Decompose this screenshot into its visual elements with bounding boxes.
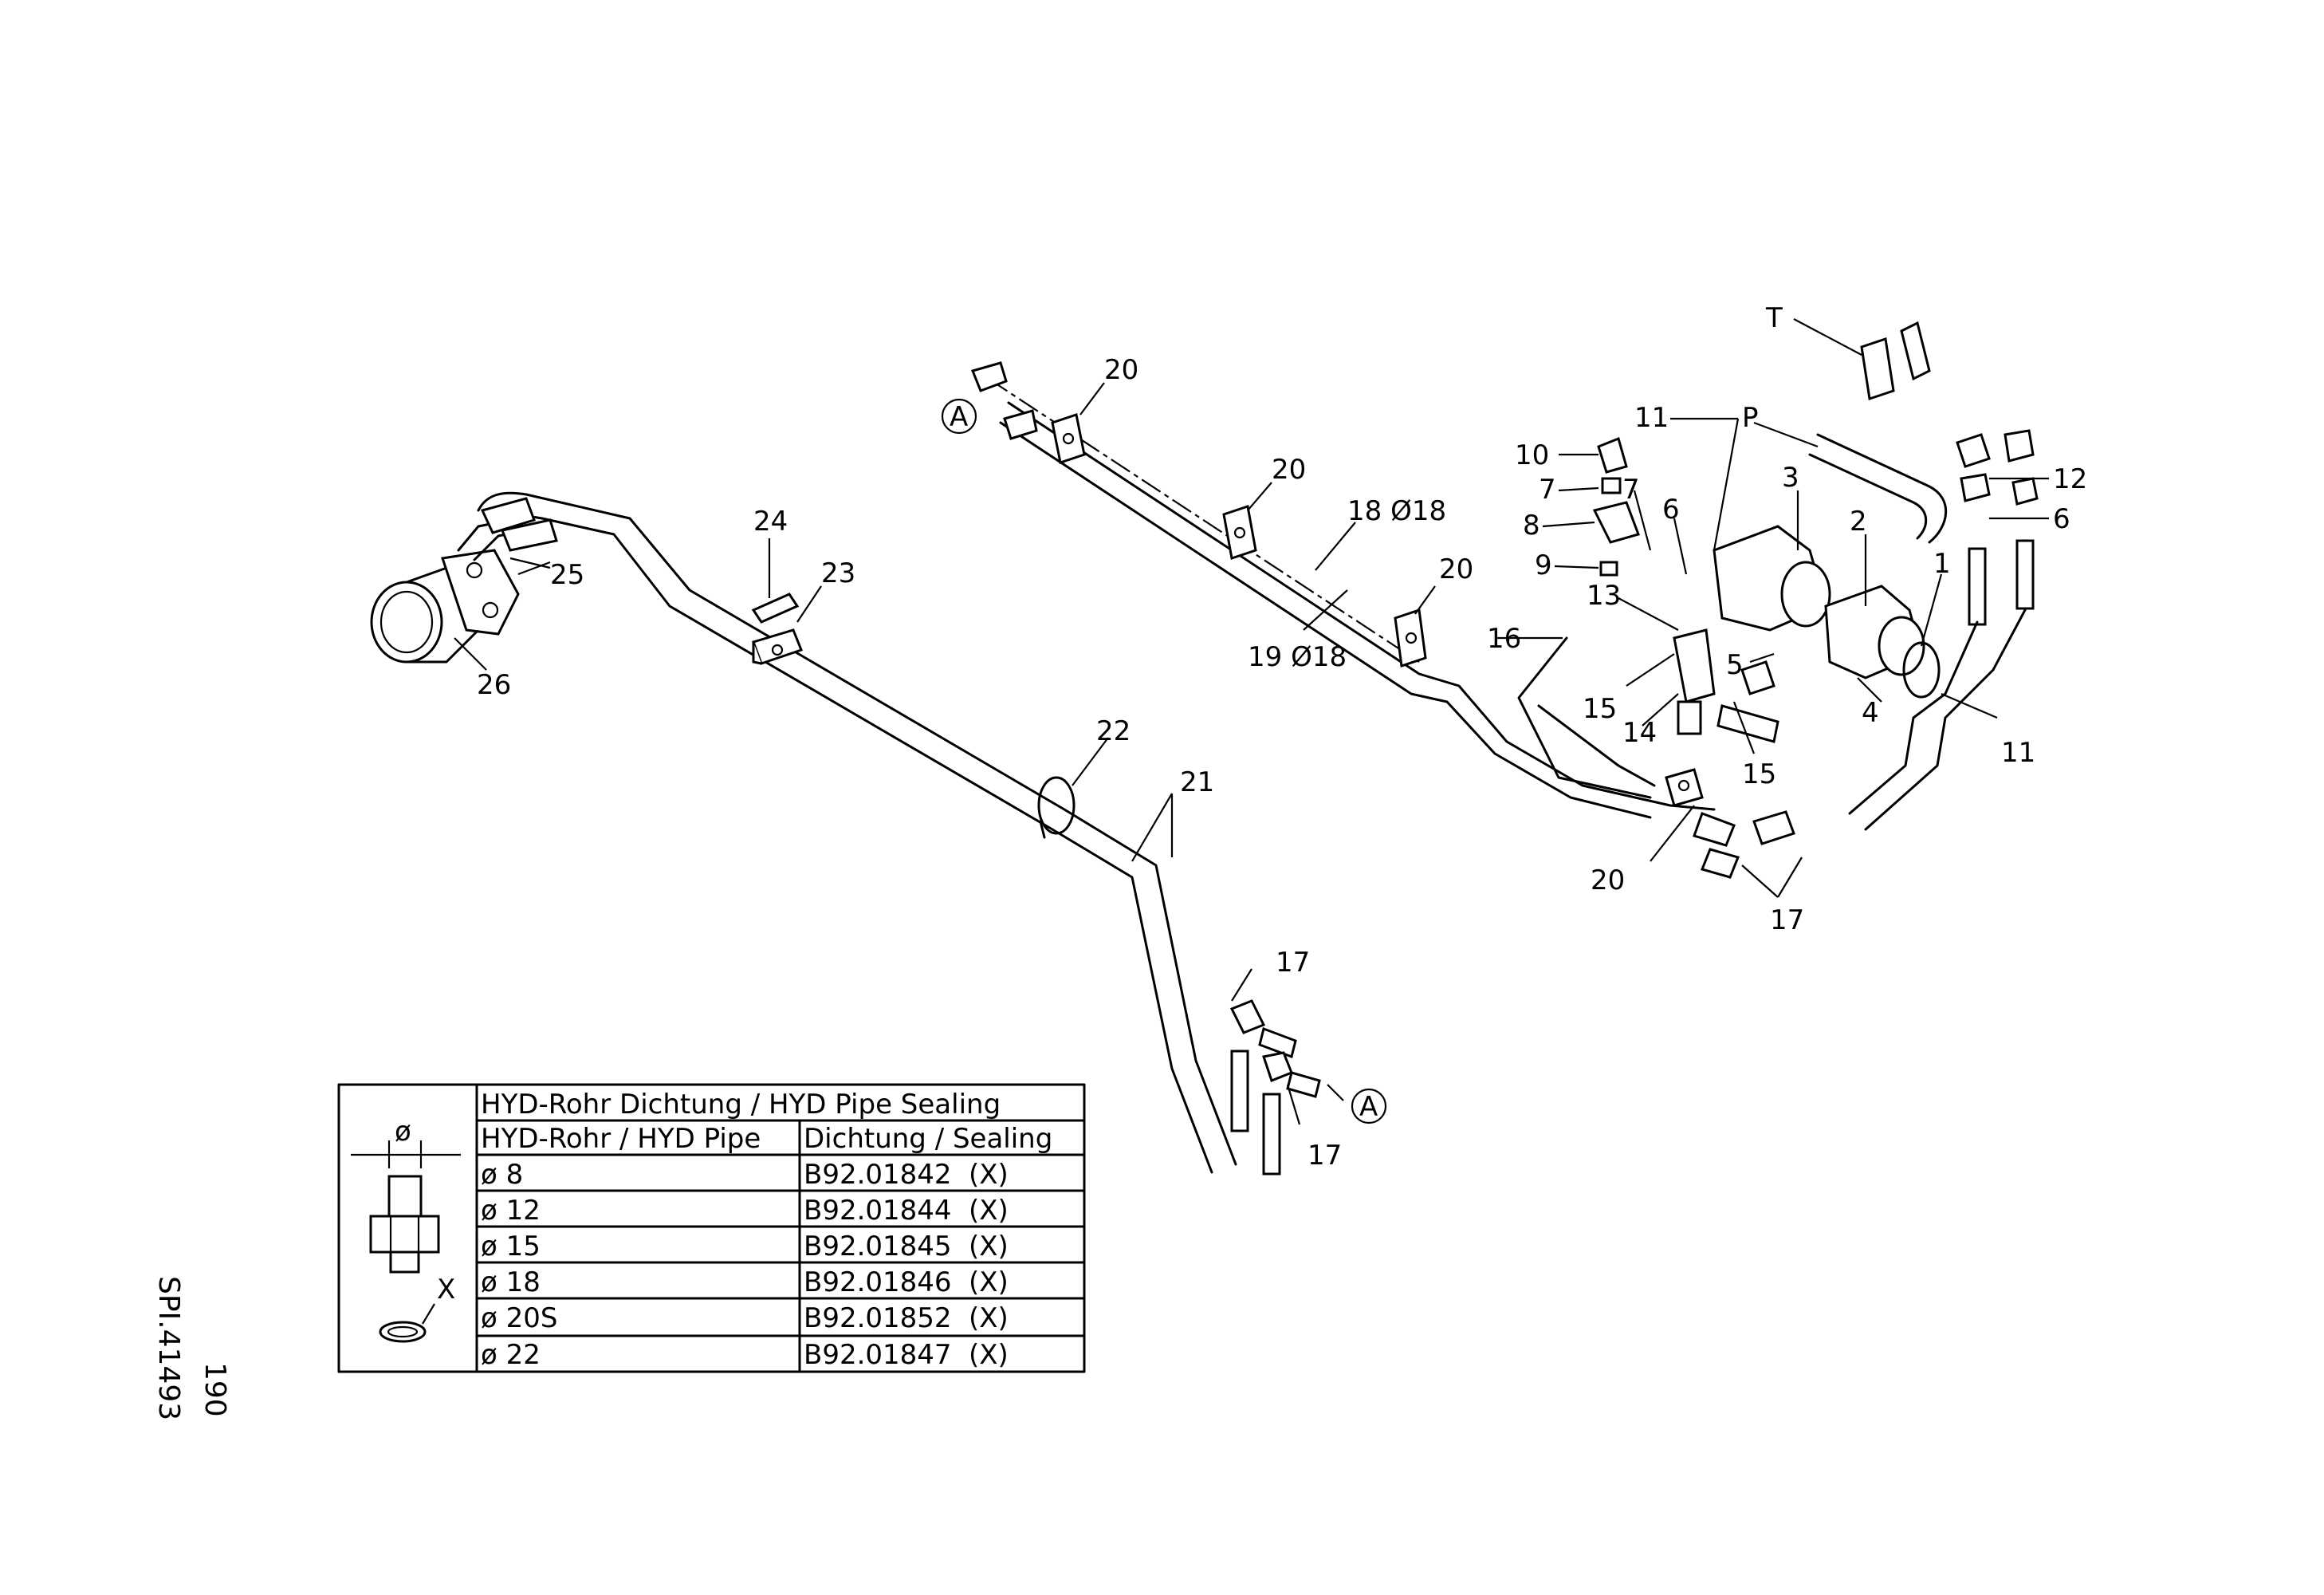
- row-part: B92.01846: [804, 1266, 952, 1298]
- callout-18: 18 Ø18: [1347, 495, 1446, 527]
- row-pipe: ø 8: [481, 1159, 523, 1191]
- row-ref: (X): [969, 1231, 1009, 1262]
- callout-22: 22: [1096, 715, 1131, 747]
- callout-20a: 20: [1104, 354, 1138, 386]
- row-pipe: ø 12: [481, 1195, 541, 1227]
- callout-20c: 20: [1439, 553, 1473, 585]
- tag-24: [751, 593, 800, 624]
- callout-17b: 17: [1307, 1140, 1342, 1172]
- callout-19: 19 Ø18: [1248, 641, 1347, 673]
- callout-2: 2: [1850, 506, 1867, 538]
- diameter-symbol: ø: [395, 1116, 411, 1148]
- table-row: ø 22 B92.01847 (X): [481, 1339, 1009, 1371]
- callout-T: T: [1765, 302, 1783, 334]
- row-ref: (X): [969, 1159, 1009, 1191]
- callout-8: 8: [1523, 510, 1540, 542]
- sealing-table: ø X HYD-Rohr Dichtung / HYD Pipe Sealing…: [337, 1083, 1086, 1373]
- callout-26: 26: [477, 669, 511, 701]
- callout-6a: 6: [1662, 494, 1680, 526]
- row-pipe: ø 20S: [481, 1302, 557, 1334]
- callout-11a: 11: [1634, 402, 1669, 434]
- clamp-20-a: [1051, 413, 1086, 464]
- clamp-20-c: [1394, 608, 1427, 668]
- callout-11b: 11: [2001, 737, 2035, 769]
- clamp-23: [752, 628, 803, 665]
- page-number: 190: [199, 1362, 231, 1417]
- sealing-illustration: ø X: [351, 1116, 461, 1343]
- table-row: ø 15 B92.01845 (X): [481, 1231, 1009, 1262]
- row-ref: (X): [969, 1195, 1009, 1227]
- callout-A-lower: A: [1359, 1091, 1378, 1123]
- row-part: B92.01852: [804, 1302, 952, 1334]
- row-part: B92.01845: [804, 1231, 952, 1262]
- callout-15a: 15: [1583, 693, 1617, 725]
- clip-22: [1037, 776, 1075, 839]
- row-ref: (X): [969, 1302, 1009, 1334]
- row-ref: (X): [969, 1266, 1009, 1298]
- row-pipe: ø 15: [481, 1231, 541, 1262]
- pump-assembly: [1517, 321, 2039, 879]
- row-ref: (X): [969, 1339, 1009, 1371]
- clamp-20-b: [1222, 505, 1257, 560]
- filter-assembly: [370, 518, 528, 664]
- row-pipe: ø 18: [481, 1266, 541, 1298]
- pipe-18-19: [970, 361, 1716, 819]
- callout-12: 12: [2053, 463, 2087, 495]
- table-title: HYD-Rohr Dichtung / HYD Pipe Sealing: [481, 1089, 1001, 1120]
- callout-16: 16: [1487, 623, 1521, 655]
- row-part: B92.01844: [804, 1195, 952, 1227]
- callout-20d: 20: [1591, 864, 1625, 896]
- drawing-code: SPI.41493: [152, 1276, 185, 1420]
- callout-7b: 7: [1622, 474, 1640, 506]
- callout-17c: 17: [1770, 904, 1804, 936]
- row-part: B92.01847: [804, 1339, 952, 1371]
- callout-24: 24: [753, 506, 788, 538]
- col2-header: Dichtung / Sealing: [804, 1123, 1052, 1155]
- seal-marker: X: [437, 1274, 455, 1306]
- callout-6b: 6: [2053, 503, 2070, 535]
- callout-21: 21: [1180, 766, 1214, 798]
- callout-23: 23: [821, 557, 855, 589]
- table-row: ø 20S B92.01852 (X): [481, 1302, 1009, 1334]
- callout-3: 3: [1782, 462, 1799, 494]
- col1-header: HYD-Rohr / HYD Pipe: [481, 1123, 761, 1155]
- callout-A-upper: A: [950, 401, 968, 433]
- table-row: ø 12 B92.01844 (X): [481, 1195, 1009, 1227]
- table-row: ø 8 B92.01842 (X): [481, 1159, 1009, 1191]
- callout-17a: 17: [1276, 947, 1310, 979]
- clamp-20-d: [1665, 768, 1704, 807]
- callout-15b: 15: [1742, 758, 1776, 790]
- row-pipe: ø 22: [481, 1339, 541, 1371]
- row-part: B92.01842: [804, 1159, 952, 1191]
- callout-14: 14: [1622, 717, 1657, 749]
- callout-7a: 7: [1539, 474, 1556, 506]
- callout-10: 10: [1515, 439, 1549, 471]
- callout-13: 13: [1587, 580, 1621, 612]
- fittings-17-lower: [1229, 999, 1321, 1176]
- callout-4: 4: [1862, 697, 1879, 729]
- callout-P: P: [1742, 402, 1759, 434]
- leader-lines: [454, 318, 2049, 1125]
- callout-20b: 20: [1272, 454, 1306, 486]
- callout-9: 9: [1535, 549, 1552, 581]
- callout-labels: 1 2 3 4 5 6 6 7 7 8 9 10 11 11 12 13 14 …: [477, 302, 2087, 1172]
- table-row: ø 18 B92.01846 (X): [481, 1266, 1009, 1298]
- callout-25: 25: [550, 559, 584, 591]
- pipe-21: [477, 491, 1237, 1174]
- callout-5: 5: [1726, 649, 1744, 681]
- callout-1: 1: [1933, 548, 1951, 580]
